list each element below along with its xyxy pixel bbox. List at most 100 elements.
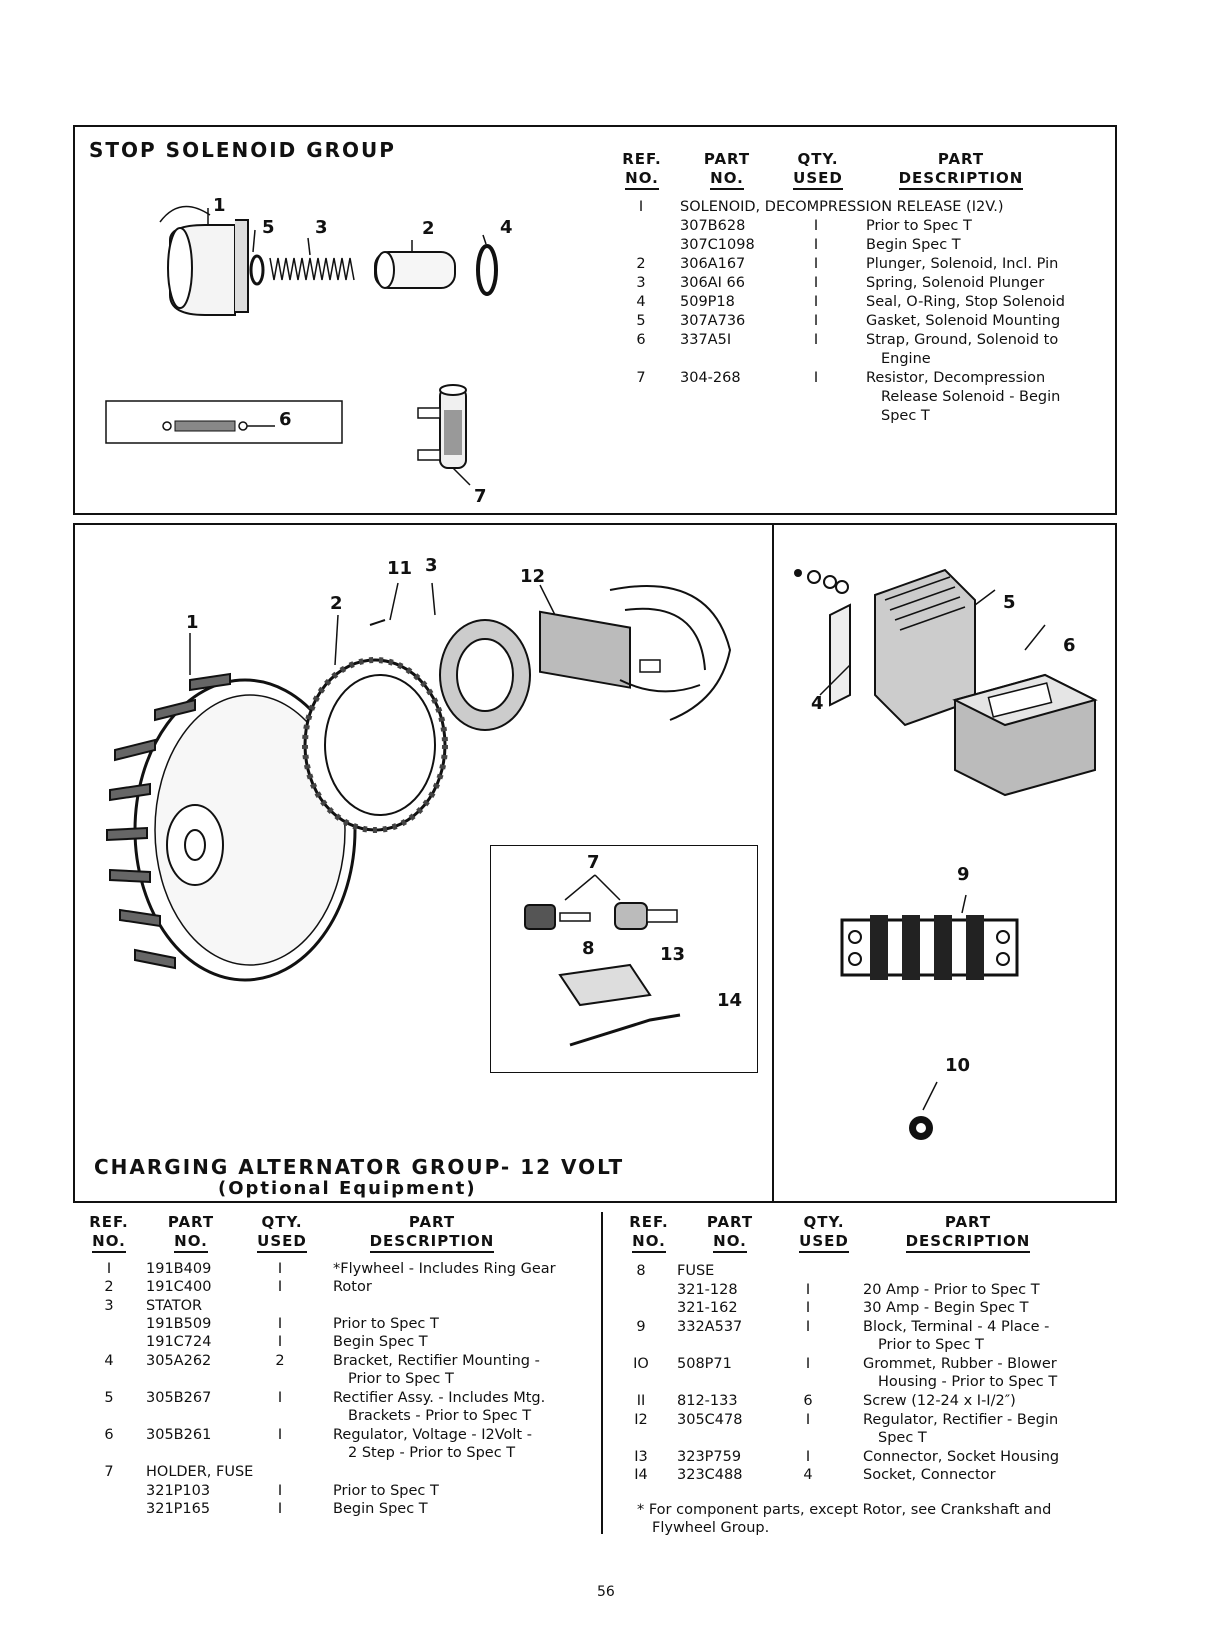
parts-cell-part: 812-133 <box>677 1393 738 1409</box>
callout-mid-9: 9 <box>957 864 970 885</box>
parts-cell-ref: 7 <box>636 370 646 386</box>
parts-cell-qty: I <box>277 1501 283 1517</box>
parts-cell-desc: 20 Amp - Prior to Spec T <box>863 1282 1040 1298</box>
ground-strap-illustration <box>105 400 343 444</box>
parts-cell-ref: 5 <box>636 313 646 329</box>
section-title-alternator: CHARGING ALTERNATOR GROUP- 12 VOLT <box>94 1155 625 1179</box>
parts-cell-ref: 6 <box>104 1427 114 1443</box>
bl-header-qty: QTY.USED <box>250 1213 314 1253</box>
parts-cell-qty: 2 <box>275 1353 285 1369</box>
parts-cell-qty: I <box>277 1427 283 1443</box>
parts-cell-qty: I <box>277 1316 283 1332</box>
parts-cell-qty: I <box>805 1282 811 1298</box>
parts-cell-qty: I <box>813 313 819 329</box>
parts-cell-part: 321-128 <box>677 1282 738 1298</box>
regulator-rectifier-illustration <box>539 585 732 721</box>
parts-cell-qty: I <box>277 1261 283 1277</box>
callout-mid-5: 5 <box>1003 592 1016 613</box>
flywheel-illustration <box>106 672 357 982</box>
fuse-holder-illustration <box>524 874 681 1047</box>
stop-solenoid-frame <box>73 125 1117 515</box>
stator-illustration <box>302 657 448 833</box>
parts-cell-desc: Prior to Spec T <box>866 218 972 234</box>
callout-mid-8: 8 <box>582 938 595 959</box>
parts-cell-desc: Prior to Spec T <box>348 1371 454 1387</box>
parts-cell-qty: I <box>805 1356 811 1372</box>
parts-cell-ref: I2 <box>634 1412 648 1428</box>
parts-cell-qty: 6 <box>803 1393 813 1409</box>
parts-cell-desc: Prior to Spec T <box>333 1483 439 1499</box>
parts-cell-part: 337A5I <box>680 332 732 348</box>
parts-cell-ref: I4 <box>634 1467 648 1483</box>
parts-cell-part: 304-268 <box>680 370 741 386</box>
parts-cell-part: 305A262 <box>146 1353 212 1369</box>
parts-cell-desc: Begin Spec T <box>333 1334 428 1350</box>
parts-cell-part: 321P165 <box>146 1501 211 1517</box>
parts-cell-qty: I <box>813 370 819 386</box>
callout-mid-4: 4 <box>811 693 824 714</box>
parts-cell-part: STATOR <box>146 1298 203 1314</box>
fuse-inset-box <box>490 845 758 1073</box>
parts-cell-desc: Begin Spec T <box>866 237 961 253</box>
parts-cell-part: 323C488 <box>677 1467 743 1483</box>
parts-cell-desc: Spec T <box>881 408 930 424</box>
resistor-illustration <box>417 384 471 486</box>
callout-top-4: 4 <box>500 217 513 238</box>
header-qty: QTY.USED <box>786 150 850 190</box>
parts-cell-desc: Rectifier Assy. - Includes Mtg. <box>333 1390 546 1406</box>
br-header-ref: REF.NO. <box>618 1213 680 1253</box>
parts-cell-part: HOLDER, FUSE <box>146 1464 254 1480</box>
parts-cell-qty: I <box>277 1483 283 1499</box>
parts-cell-ref: 9 <box>636 1319 646 1335</box>
parts-cell-qty: I <box>277 1390 283 1406</box>
parts-cell-part: 307C1098 <box>680 237 755 253</box>
parts-cell-desc: Grommet, Rubber - Blower <box>863 1356 1057 1372</box>
callout-mid-2: 2 <box>330 593 343 614</box>
parts-cell-part: 305C478 <box>677 1412 743 1428</box>
grommet-illustration <box>909 1081 938 1140</box>
parts-cell-part: 323P759 <box>677 1449 742 1465</box>
parts-cell-ref: 2 <box>636 256 646 272</box>
callout-top-5: 5 <box>262 217 275 238</box>
parts-cell-desc: Connector, Socket Housing <box>863 1449 1060 1465</box>
parts-cell-desc: Engine <box>881 351 931 367</box>
solenoid-illustration <box>159 205 498 316</box>
callout-mid-1: 1 <box>186 612 199 633</box>
parts-cell-desc: Spring, Solenoid Plunger <box>866 275 1045 291</box>
parts-cell-ref: I <box>106 1261 112 1277</box>
parts-cell-desc: Release Solenoid - Begin <box>881 389 1061 405</box>
page-number: 56 <box>597 1584 615 1600</box>
parts-cell-qty: I <box>813 294 819 310</box>
parts-cell-ref: 2 <box>104 1279 114 1295</box>
parts-cell-desc: 30 Amp - Begin Spec T <box>863 1300 1029 1316</box>
callout-top-7: 7 <box>474 486 487 507</box>
parts-cell-desc: Regulator, Voltage - I2Volt - <box>333 1427 532 1443</box>
parts-cell-ref: 4 <box>636 294 646 310</box>
footnote-line-2: Flywheel Group. <box>652 1520 770 1536</box>
parts-cell-desc: Resistor, Decompression <box>866 370 1046 386</box>
parts-cell-part: 321P103 <box>146 1483 211 1499</box>
parts-cell-ref: 7 <box>104 1464 114 1480</box>
parts-cell-desc: Gasket, Solenoid Mounting <box>866 313 1061 329</box>
parts-cell-desc: Brackets - Prior to Spec T <box>348 1408 532 1424</box>
callout-top-3: 3 <box>315 217 328 238</box>
parts-cell-part: 305B267 <box>146 1390 212 1406</box>
parts-cell-desc: Housing - Prior to Spec T <box>878 1374 1058 1390</box>
parts-cell-desc: Seal, O-Ring, Stop Solenoid <box>866 294 1065 310</box>
parts-cell-part: 306AI 66 <box>680 275 745 291</box>
parts-cell-part: 332A537 <box>677 1319 743 1335</box>
callout-top-2: 2 <box>422 218 435 239</box>
parts-cell-ref: 4 <box>104 1353 114 1369</box>
parts-cell-ref: I <box>638 199 644 215</box>
parts-cell-desc: Regulator, Rectifier - Begin <box>863 1412 1059 1428</box>
callout-mid-7: 7 <box>587 852 600 873</box>
br-header-qty: QTY.USED <box>792 1213 856 1253</box>
parts-cell-part: 307B628 <box>680 218 746 234</box>
parts-cell-desc: Prior to Spec T <box>878 1337 984 1353</box>
parts-cell-qty: I <box>813 332 819 348</box>
callout-top-1: 1 <box>213 195 226 216</box>
parts-cell-desc: Strap, Ground, Solenoid to <box>866 332 1059 348</box>
